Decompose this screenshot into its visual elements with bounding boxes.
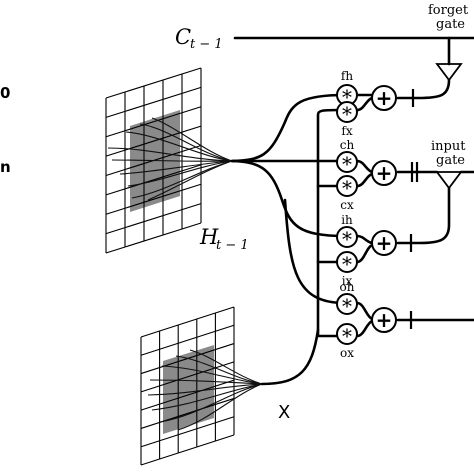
conv-symbol: * [342, 227, 352, 251]
cell-state-subscript: t − 1 [190, 37, 223, 52]
input-map-grid-line [140, 306, 235, 338]
conv-ih [336, 226, 358, 248]
conv-cx [336, 175, 358, 197]
forget-gate-icon [435, 63, 463, 82]
hidden-map-grid-line [105, 106, 202, 138]
input-map-grid-line [140, 379, 235, 411]
conv-ix [336, 251, 358, 273]
conv-ox [336, 323, 358, 345]
input-feature-map [140, 306, 235, 466]
conv-operators: * * * * * * * * [336, 84, 358, 348]
adder-input [371, 230, 397, 256]
left-edge-text-2: n [0, 158, 11, 176]
label-ix: ix [342, 274, 353, 288]
input-gate-wire [396, 186, 451, 245]
label-fx: fx [341, 124, 352, 138]
adder-output [371, 307, 397, 333]
input-map-grid-line [140, 397, 235, 429]
hidden-map-grid-line [105, 183, 202, 215]
conv-ch [336, 151, 358, 173]
hidden-map-grid-line [105, 164, 202, 196]
pair-to-adder-wiring [355, 93, 374, 338]
input-gate-label-line2: gate [436, 153, 465, 168]
hidden-state-label: H [199, 225, 219, 249]
input-map-grid-line [140, 324, 235, 356]
hidden-map-grid-line [105, 203, 202, 235]
conv-symbol: * [342, 176, 352, 200]
input-map-grid-line [140, 434, 235, 466]
left-edge-text-1: 0 [0, 84, 10, 102]
add-symbol: + [376, 231, 393, 255]
label-ox: ox [340, 346, 354, 360]
forget-gate-label-line1: forget [428, 3, 469, 18]
label-fh: fh [341, 69, 353, 83]
input-label: X [278, 402, 290, 423]
forget-gate-label-line2: gate [436, 17, 465, 32]
add-symbol: + [376, 161, 393, 185]
label-cx: cx [340, 198, 354, 212]
hidden-map-grid-line [105, 67, 202, 99]
input-map-grid-line [140, 361, 235, 393]
conv-symbol: * [342, 85, 352, 109]
hidden-state-wiring [230, 93, 347, 305]
cell-state-label: C [175, 25, 191, 49]
adder-forget [371, 85, 397, 111]
conv-oh [336, 293, 358, 315]
conv-symbol: * [342, 102, 352, 126]
conv-symbol: * [342, 252, 352, 276]
conv-symbol: * [342, 152, 352, 176]
adder-cell [371, 160, 397, 186]
hidden-state-subscript: t − 1 [216, 238, 249, 253]
input-gate-icon [435, 171, 463, 190]
hidden-map-grid-line [105, 222, 202, 254]
label-ih: ih [341, 213, 353, 227]
add-symbol: + [376, 308, 393, 332]
hidden-fan-lines [107, 117, 233, 201]
conv-symbol: * [342, 294, 352, 318]
input-fan-lines [147, 349, 263, 431]
conv-fx [336, 101, 358, 123]
conv-symbol: * [342, 324, 352, 348]
input-wiring [260, 108, 347, 386]
label-oh: oh [340, 280, 355, 294]
label-ch: ch [340, 138, 355, 152]
hidden-map-grid-line [105, 125, 202, 157]
adders: + + + + [371, 85, 397, 333]
input-map-grid-line [140, 416, 235, 448]
input-gate-label-line1: input [431, 139, 466, 154]
forget-gate-wire [396, 78, 451, 100]
hidden-map-grid-line [105, 86, 202, 118]
add-symbol: + [376, 86, 393, 110]
